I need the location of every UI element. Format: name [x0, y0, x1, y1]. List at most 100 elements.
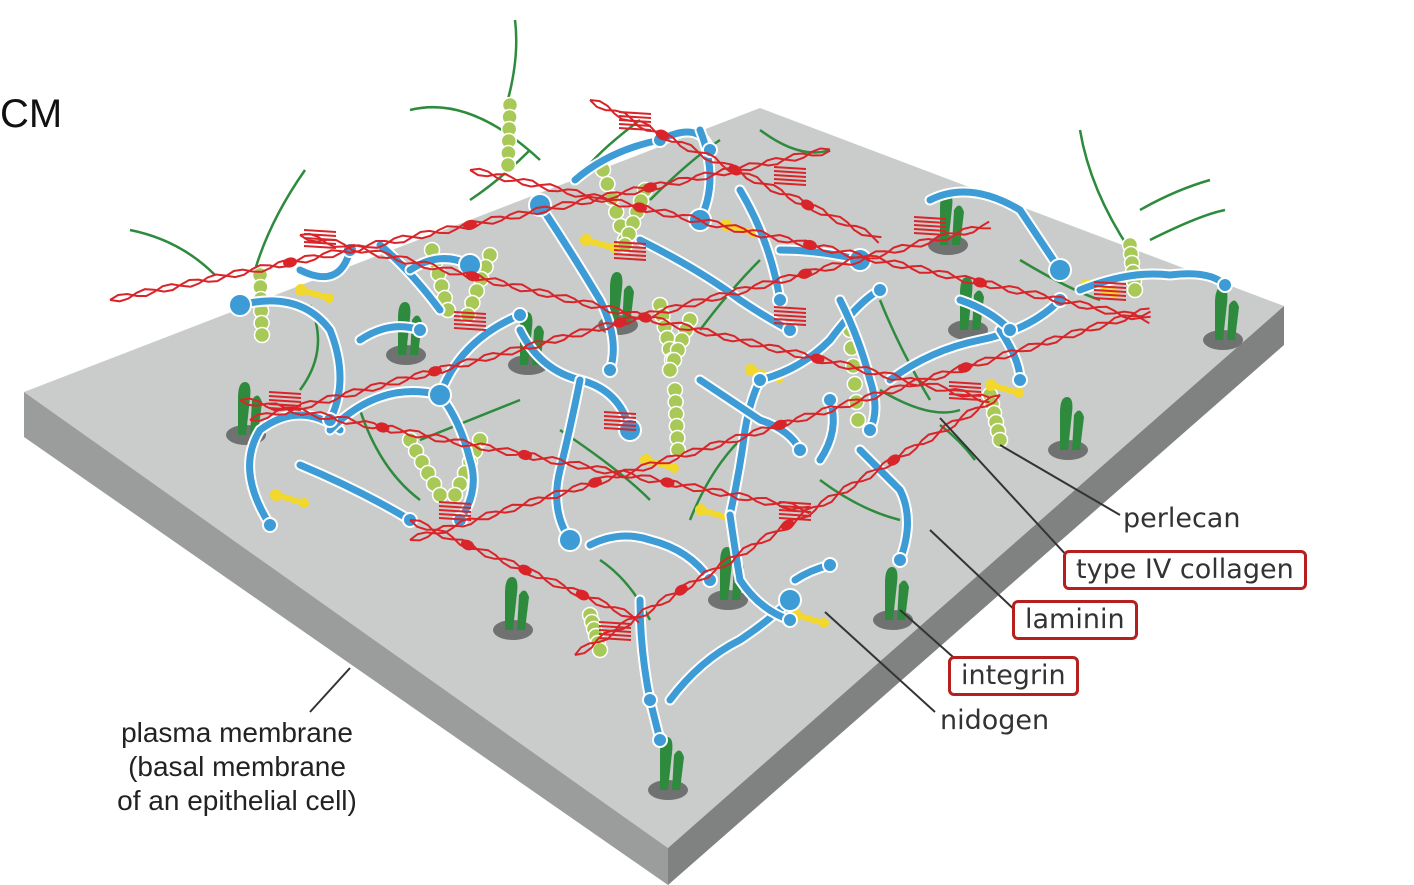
title-fragment: CM — [0, 92, 63, 136]
integrin-8 — [1203, 287, 1243, 350]
plasma-membrane-label-line3: of an epithelial cell) — [117, 785, 357, 816]
collagen-crosslink — [613, 249, 647, 253]
integrin-subunit-b — [672, 750, 684, 790]
membrane-front-face — [24, 392, 668, 885]
collagen-globule — [973, 277, 987, 288]
collagen-crosslink — [773, 170, 807, 174]
integrin-3 — [648, 737, 688, 800]
nidogen-6 — [985, 379, 1024, 398]
perlecan-bead — [459, 306, 477, 324]
plasma-membrane-label: plasma membrane (basal membrane of an ep… — [72, 716, 402, 818]
collagen-crosslink — [773, 182, 807, 186]
collagen-globule — [375, 422, 390, 433]
integrin-2 — [493, 577, 533, 640]
collagen-node-10 — [948, 381, 982, 401]
nidogen-tail — [299, 498, 309, 508]
integrin-subunit-b — [622, 285, 634, 325]
collagen-globule — [958, 362, 972, 373]
collagen-globule — [518, 449, 532, 461]
collagen-crosslink — [1093, 293, 1127, 297]
laminin-23 — [924, 186, 1066, 276]
laminin-globule — [872, 282, 888, 298]
collagen-crosslink — [913, 232, 947, 236]
laminin-globule — [862, 422, 878, 438]
laminin-18 — [734, 184, 786, 306]
laminin-globule — [1217, 277, 1233, 293]
collagen-crosslink — [948, 393, 982, 397]
laminin-leader — [929, 529, 1021, 616]
collagen-node-9 — [773, 306, 807, 326]
collagen-crosslink — [268, 403, 302, 407]
laminin-globule — [262, 517, 278, 533]
fiber-3 — [503, 19, 518, 111]
fiber-18 — [469, 149, 531, 202]
collagen-crosslink — [438, 509, 472, 513]
laminin-arm — [436, 391, 477, 524]
perlecan-bead — [849, 411, 867, 429]
perlecan-bead — [446, 486, 464, 504]
laminin-12 — [551, 374, 586, 546]
collagen-crosslink — [603, 419, 637, 423]
collagen-globule — [674, 584, 688, 596]
membrane-right-face — [668, 306, 1284, 885]
laminin-20 — [834, 294, 881, 436]
nidogen-head — [270, 489, 282, 501]
laminin-globule — [778, 588, 802, 612]
integrin-subunit-a — [238, 382, 251, 435]
laminin-globule — [822, 392, 838, 408]
nidogen-head — [745, 364, 757, 376]
collagen-crosslink — [913, 220, 947, 224]
collagen-globule — [728, 164, 742, 176]
collagen-crosslink — [913, 224, 947, 228]
laminin-28 — [434, 389, 479, 526]
laminin-13 — [584, 530, 716, 586]
collagen-globule — [463, 219, 477, 231]
laminin-globule — [752, 372, 768, 388]
collagen-crosslink — [778, 505, 812, 509]
nidogen-tail — [669, 463, 679, 473]
collagen-node-1 — [453, 311, 487, 331]
collagen-crosslink — [438, 501, 472, 505]
collagen-crosslink — [268, 391, 302, 395]
laminin-11 — [634, 234, 796, 336]
laminin-arm — [586, 532, 714, 584]
collagen-crosslink — [778, 509, 812, 513]
collagen-strand-a0 — [109, 147, 831, 303]
type-iv-collagen-network — [109, 99, 1151, 656]
laminin-label: laminin — [1012, 600, 1138, 640]
integrin-subunit-a — [660, 737, 673, 790]
collagen-strand-a3 — [574, 394, 1001, 656]
laminin-2 — [294, 459, 416, 526]
collagen-crosslink — [778, 517, 812, 521]
collagen-globule — [588, 477, 602, 488]
laminin-arm — [756, 286, 884, 384]
collagen-crosslink — [613, 257, 647, 261]
collagen-crosslink — [948, 381, 982, 385]
nidogen-tail — [324, 293, 334, 303]
collagen-crosslink — [438, 517, 472, 521]
collagen-globule — [810, 353, 825, 364]
nidogen-1 — [295, 284, 334, 303]
collagen-crosslink — [1093, 281, 1127, 285]
collagen-crosslink — [438, 513, 472, 517]
nidogen-head — [295, 284, 307, 296]
collagen-crosslink — [303, 233, 337, 237]
laminin-globule — [528, 193, 552, 217]
collagen-crosslink — [948, 397, 982, 401]
laminin-arm — [836, 296, 879, 434]
collagen-crosslink — [613, 253, 647, 257]
type-iv-collagen-label: type IV collagen — [1063, 550, 1307, 590]
collagen-node-7 — [438, 501, 472, 521]
fiber-9 — [878, 299, 932, 401]
collagen-crosslink — [1093, 285, 1127, 289]
collagen-crosslink — [603, 415, 637, 419]
collagen-crosslink — [453, 319, 487, 323]
laminin-globule — [792, 442, 808, 458]
collagen-strand-b2 — [239, 397, 811, 515]
collagen-strand-b1 — [299, 232, 991, 404]
perlecan-bead — [1126, 281, 1144, 299]
laminin-globule — [1002, 322, 1018, 338]
collagen-globule — [283, 257, 297, 268]
nidogen-label: nidogen — [940, 705, 1050, 736]
laminin-globule — [772, 292, 788, 308]
